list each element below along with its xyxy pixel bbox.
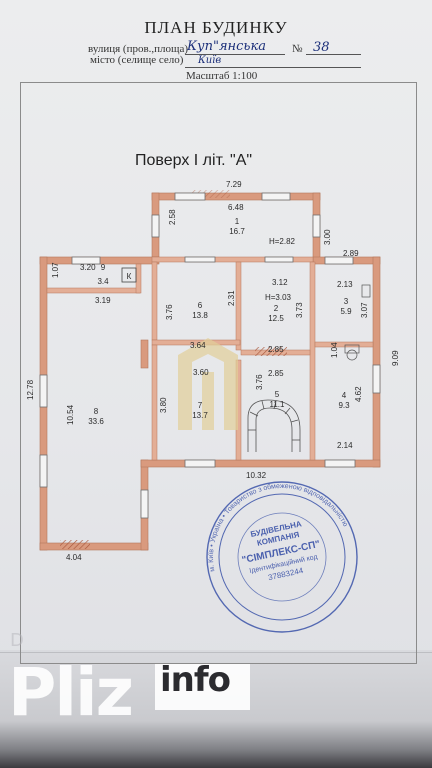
dim-right-top: 2.89 — [343, 249, 359, 258]
dim-r8-width: 3.19 — [95, 296, 111, 305]
room-4-number: 4 — [342, 391, 347, 400]
floor-title: Поверх I літ. "А" — [135, 152, 253, 169]
dim-r9-width: 3.20 — [80, 263, 96, 272]
room-8-area: 33.6 — [88, 417, 104, 426]
room-7-number: 7 — [198, 401, 203, 410]
room-3-area: 5.9 — [340, 307, 352, 316]
dim-r7-width: 3.60 — [193, 368, 209, 377]
room-2-area: 12.5 — [268, 314, 284, 323]
dim-r8-inner: 10.54 — [66, 404, 75, 425]
company-stamp: м. Київ • Україна • Товариство з обмежен… — [194, 469, 358, 633]
room-5-number: 5 — [275, 390, 280, 399]
dim-r2-width: 3.12 — [272, 278, 288, 287]
dim-mid-a: 3.64 — [190, 341, 206, 350]
number-label: № — [292, 43, 303, 55]
room-1-number: 1 — [235, 217, 240, 226]
dim-r6-wall: 2.31 — [227, 290, 236, 306]
dim-r4-width: 2.14 — [337, 441, 353, 450]
kitchen-mark: К — [127, 272, 132, 281]
bathroom-fixtures — [344, 284, 371, 361]
dim-r4-height: 4.62 — [354, 386, 363, 402]
dim-bottom: 10.32 — [246, 471, 267, 480]
drawing-frame — [20, 82, 417, 664]
room-3-number: 3 — [344, 297, 349, 306]
dim-small-wall: 1.04 — [330, 342, 339, 358]
street-label: вулиця (пров.,площа) — [88, 43, 189, 55]
dim-r2-height: 3.73 — [295, 302, 304, 318]
dim-r1-left: 2.58 — [168, 209, 177, 225]
dimension-labels: 7.29 6.48 2.58 3.00 2.89 3.20 1.07 3.19 … — [26, 180, 400, 562]
scale-label: Масштаб 1:100 — [186, 70, 258, 82]
dim-right-outer: 9.09 — [391, 350, 400, 366]
page-fold — [0, 652, 432, 653]
spiral-staircase — [247, 399, 301, 452]
dim-top-outer: 7.29 — [226, 180, 242, 189]
faint-logo — [178, 338, 238, 430]
room-8-number: 8 — [94, 407, 99, 416]
dim-r1-right: 3.00 — [323, 229, 332, 245]
dim-r3-height: 3.07 — [360, 302, 369, 318]
room-4-area: 9.3 — [338, 401, 350, 410]
city-underline — [185, 67, 361, 68]
number-underline — [306, 54, 361, 55]
dim-r8-bottom: 4.04 — [66, 553, 82, 562]
windows — [39, 192, 381, 519]
city-value: Київ — [198, 55, 222, 66]
dim-r8-outer: 12.78 — [26, 379, 35, 400]
plan-title: ПЛАН БУДИНКУ — [144, 18, 288, 37]
number-value: 38 — [313, 40, 330, 55]
room-2-number: 2 — [274, 304, 279, 313]
room-2-height: H=3.03 — [265, 293, 292, 302]
dim-r6-height: 3.76 — [165, 304, 174, 320]
room-6-area: 13.8 — [192, 311, 208, 320]
room-labels: 1 16.7 H=2.82 9 3.4 К 6 13.8 H=3.03 2 12… — [88, 217, 352, 426]
dim-top-inner: 6.48 — [228, 203, 244, 212]
room-6-number: 6 — [198, 301, 203, 310]
dim-r7-height: 3.80 — [159, 397, 168, 413]
dim-r3-width: 2.13 — [337, 280, 353, 289]
interior-walls — [46, 256, 374, 461]
street-underline — [185, 54, 285, 55]
watermark-faint-letter: D — [10, 630, 24, 651]
room-9-area: 3.4 — [97, 277, 109, 286]
street-value: Куп"янська — [187, 39, 266, 54]
city-label: місто (селище село) — [90, 54, 184, 66]
dim-r5-width: 2.85 — [268, 369, 284, 378]
dim-mid-b: 2.85 — [268, 345, 284, 354]
room-9-number: 9 — [101, 263, 106, 272]
exterior-walls — [39, 192, 381, 551]
kitchen-box — [121, 267, 137, 283]
watermark-brand: Pliz — [8, 654, 134, 731]
watermark-info: info — [160, 660, 231, 700]
hatch-marks — [60, 190, 287, 549]
room-1-area: 16.7 — [229, 227, 245, 236]
room-1-height: H=2.82 — [269, 237, 296, 246]
watermark-info-box — [155, 664, 250, 710]
room-7-area: 13.7 — [192, 411, 208, 420]
room-5-area: 11.1 — [270, 400, 286, 409]
dim-r9-height: 1.07 — [51, 262, 60, 278]
dim-r5-height: 3.76 — [255, 374, 264, 390]
